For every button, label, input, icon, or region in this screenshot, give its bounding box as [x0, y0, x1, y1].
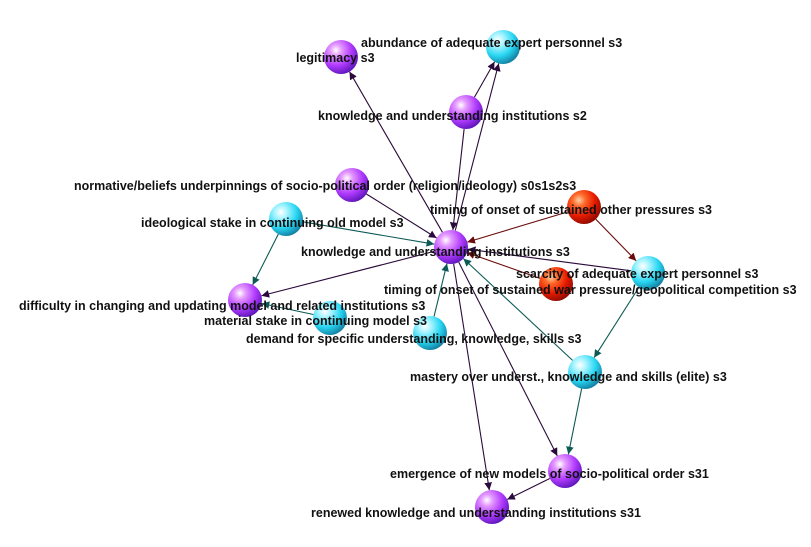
node-label-ideological: ideological stake in continuing old mode…: [141, 216, 404, 230]
edge-material-to-difficulty: [261, 301, 314, 316]
node-label-difficulty: difficulty in changing and updating mode…: [19, 299, 425, 313]
edge-timing_other-to-kui_s3: [467, 211, 568, 244]
edge-timing_war-to-kui_s3: [466, 251, 541, 279]
edge-ideological-to-difficulty: [252, 233, 279, 286]
edge-kui_s3-to-renewed: [453, 263, 492, 491]
node-label-emergence: emergence of new models of socio-politic…: [390, 467, 709, 481]
node-mastery[interactable]: [568, 355, 602, 389]
node-difficulty[interactable]: [228, 283, 262, 317]
node-ideological[interactable]: [269, 202, 303, 236]
node-label-abundance: abundance of adequate expert personnel s…: [361, 36, 622, 50]
edge-kui_s3-to-abundance: [454, 63, 501, 231]
edge-ideological-to-kui_s3: [302, 221, 435, 247]
edge-layer: [252, 61, 640, 500]
node-abundance[interactable]: [486, 30, 520, 64]
edge-kui_s3-to-legitimacy: [349, 71, 443, 233]
node-scarcity[interactable]: [631, 256, 665, 290]
edge-kui_s2-to-kui_s3: [449, 128, 465, 231]
edge-kui_s3-to-difficulty: [261, 250, 435, 298]
node-label-demand: demand for specific understanding, knowl…: [246, 332, 582, 346]
node-label-legitimacy: legitimacy s3: [296, 51, 375, 65]
edge-mastery-to-emergence: [566, 388, 583, 455]
node-legitimacy[interactable]: [324, 40, 358, 74]
node-label-timing_other: timing of onset of sustained other press…: [430, 203, 712, 217]
edge-timing_other-to-scarcity: [595, 218, 637, 262]
node-kui_s3[interactable]: [434, 230, 468, 264]
edge-normative-to-kui_s3: [366, 193, 437, 239]
node-emergence[interactable]: [548, 454, 582, 488]
node-label-kui_s3: knowledge and understanding institutions…: [301, 245, 570, 259]
node-renewed[interactable]: [475, 490, 509, 524]
edge-mastery-to-kui_s3: [463, 258, 573, 361]
edge-kui_s2-to-abundance: [473, 61, 496, 98]
node-timing_war[interactable]: [539, 267, 573, 301]
node-material[interactable]: [313, 301, 347, 335]
node-label-scarcity: scarcity of adequate expert personnel s3: [516, 267, 759, 281]
edge-demand-to-kui_s3: [433, 263, 449, 317]
node-label-mastery: mastery over underst., knowledge and ski…: [410, 370, 727, 384]
node-label-normative: normative/beliefs underpinnings of socio…: [74, 179, 576, 193]
edge-scarcity-to-mastery: [593, 287, 640, 358]
node-timing_other[interactable]: [567, 190, 601, 224]
node-label-timing_war: timing of onset of sustained war pressur…: [384, 283, 797, 297]
node-demand[interactable]: [413, 316, 447, 350]
node-kui_s2[interactable]: [449, 95, 483, 129]
edge-emergence-to-renewed: [507, 478, 550, 500]
node-normative[interactable]: [335, 168, 369, 202]
edge-kui_s3-to-emergence: [458, 261, 558, 457]
node-label-renewed: renewed knowledge and understanding inst…: [311, 506, 641, 520]
node-label-kui_s2: knowledge and understanding institutions…: [318, 109, 587, 123]
edge-scarcity-to-kui_s3: [467, 246, 632, 272]
node-layer: [228, 30, 665, 524]
node-label-material: material stake in continuing model s3: [204, 314, 427, 328]
